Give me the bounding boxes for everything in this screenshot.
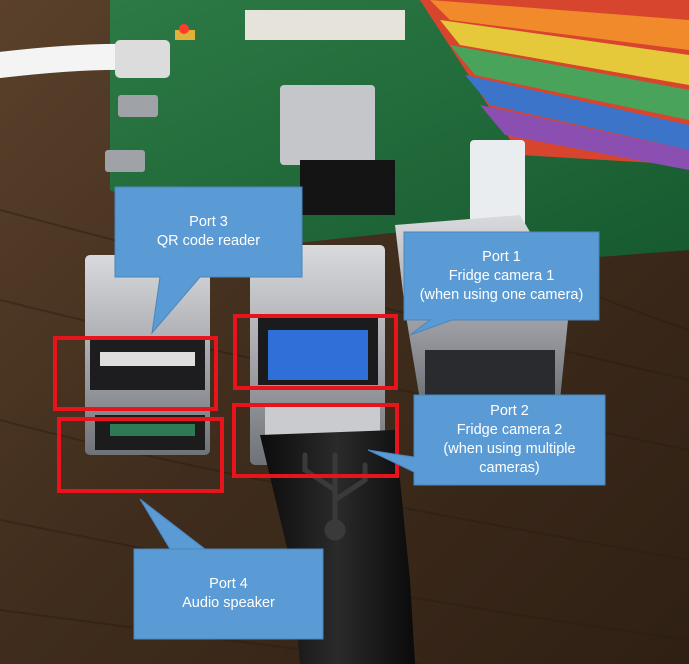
board-chips [175, 10, 405, 215]
gpio-connector [470, 140, 525, 230]
highlight-port-3 [53, 336, 218, 411]
usb-port-1-tongue [268, 330, 368, 380]
callout-port-2-shape [367, 394, 606, 486]
callout-port-4-shape [133, 498, 324, 640]
power-plug [115, 40, 170, 78]
status-led [179, 24, 189, 34]
usb-port-3-tongue [100, 352, 195, 366]
usb-symbol-icon [302, 452, 368, 541]
hdmi-port-1 [118, 95, 158, 117]
ribbon-cable [420, 0, 689, 170]
usb-port-4-tongue [110, 424, 195, 436]
hdmi-port-2 [105, 150, 145, 172]
highlight-port-2 [232, 403, 399, 478]
callout-port-3-shape [114, 186, 303, 335]
callout-port-1-shape [403, 231, 600, 336]
highlight-port-4 [57, 417, 224, 493]
highlight-port-1 [233, 314, 398, 390]
ethernet-socket [425, 350, 555, 398]
